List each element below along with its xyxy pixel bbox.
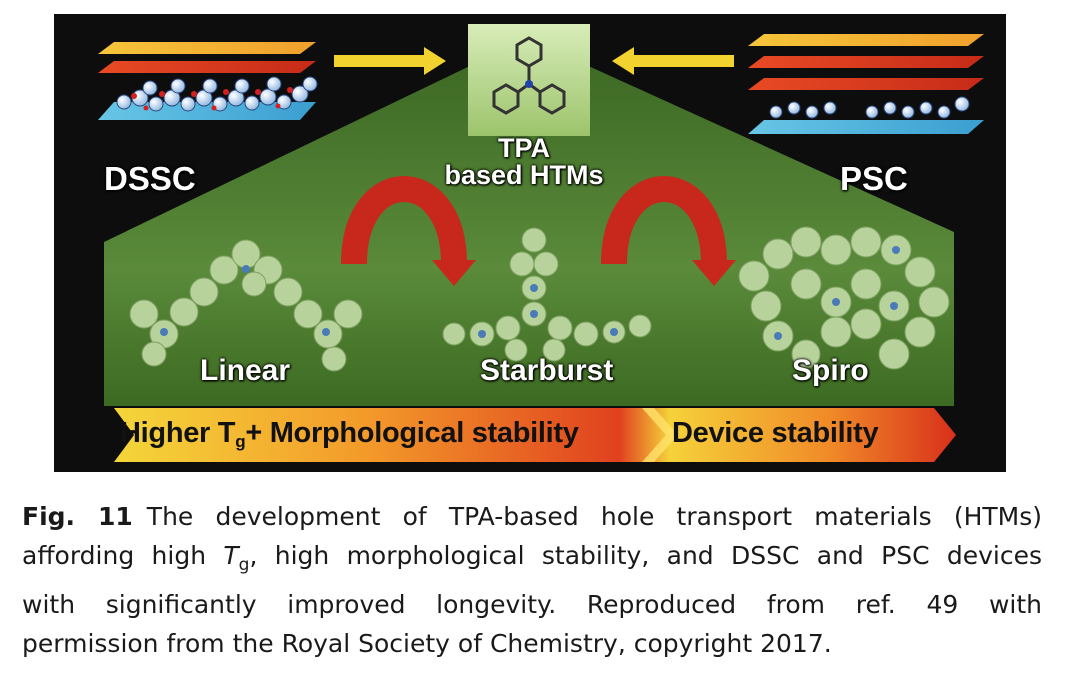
caption-line2-post: , high morphological stability, and DSSC… [249,541,1042,570]
tpa-label-line2: based HTMs [444,160,604,190]
linear-label: Linear [200,354,291,387]
caption-line-4: permission from the Royal Society of Che… [22,629,832,658]
figure-artwork [98,24,984,462]
psc-stack-illustration [748,34,984,134]
tpa-label-line1: TPA [498,133,550,163]
caption-line-2: affording high Tg, high morphological st… [22,536,1042,585]
curved-arrow-starburst-to-spiro [601,176,727,265]
caption-tg-symbol: T [223,541,239,570]
caption-line-3: with significantly improved longevity. R… [22,590,1042,619]
caption-line2-pre: affording high [22,541,224,570]
caption-tg-subscript: g [238,555,250,575]
figure-panel: DSSC PSC TPA based HTMs Linear Starburst… [54,14,1006,472]
psc-label: PSC [840,160,908,197]
figure-caption: Fig. 11 The development of TPA-based hole… [22,497,1042,663]
curved-arrow-linear-to-starburst [341,176,467,265]
spiro-label: Spiro [792,354,869,387]
dssc-label: DSSC [104,160,196,197]
dssc-to-tpa-arrow [334,47,446,75]
stability-banner-arrow [114,408,956,462]
tpa-label: TPA based HTMs [434,135,614,189]
banner-subscript: g [235,432,246,451]
caption-label: Fig. 11 [22,502,133,531]
banner-part2: + Morphological stability [245,417,579,449]
caption-line1-text: The development of TPA-based hole transp… [146,502,1042,531]
banner-part1: Higher T [120,417,236,449]
dssc-stack-illustration [98,42,318,120]
psc-to-tpa-arrow [612,47,734,75]
banner-chevron [642,408,678,462]
banner-text-left: Higher Tg+ Morphological stability [120,417,579,452]
caption-line-1: Fig. 11 The development of TPA-based hole… [22,497,1042,536]
starburst-label: Starburst [480,354,614,387]
banner-text-right: Device stability [672,417,879,449]
